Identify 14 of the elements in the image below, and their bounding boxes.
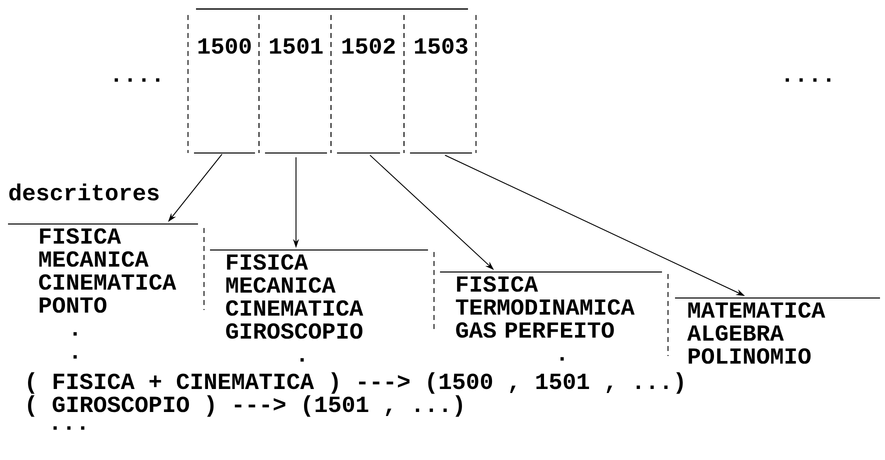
descriptor-box: FISICA MECANICA CINEMATICA GIROSCOPIO . [210, 250, 434, 362]
descriptor-box: FISICA TERMODINAMICA GAS PERFEITO . [440, 272, 668, 361]
text-label: ... [53, 426, 84, 430]
table-cell: 1501 [258, 14, 332, 154]
descriptor-box: FISICA MECANICA CINEMATICA PONTO . . [8, 224, 204, 359]
descriptor-box: MATEMATICA ALGEBRA POLINOMIO [674, 298, 881, 364]
table-cell: 1502 [330, 14, 404, 154]
text-label: ( GIROSCOPIO ) ---> (1501 , ...) [28, 395, 462, 417]
text-label: .... [114, 78, 160, 82]
table-cell: 1503 [404, 14, 476, 154]
table-cell: 1500 [188, 14, 260, 154]
text-label: ( FISICA + CINEMATICA ) ---> (1500 , 1501 , ...) [28, 372, 683, 394]
text-label: .... [786, 78, 830, 82]
text-label: descritores [9, 184, 159, 200]
